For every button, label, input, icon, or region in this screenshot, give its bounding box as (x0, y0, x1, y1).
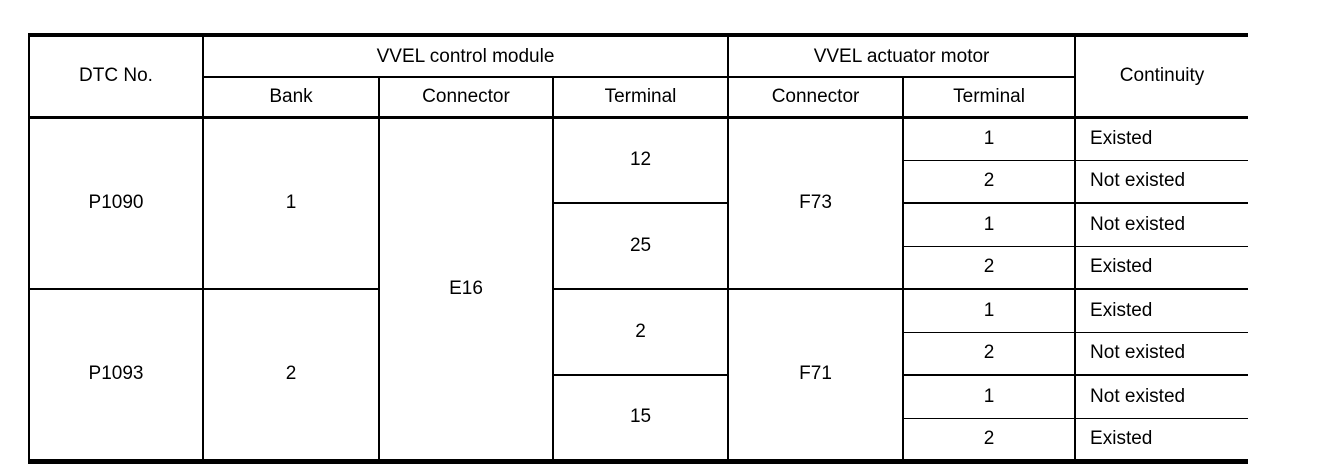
header-motor-terminal: Terminal (902, 77, 1076, 119)
header-vvel-actuator-motor: VVEL actuator motor (727, 35, 1076, 78)
continuity-cell: Existed (1074, 117, 1249, 160)
motor-terminal-cell: 2 (902, 332, 1076, 375)
module-terminal-cell: 15 (551, 375, 729, 461)
module-terminal-cell: 12 (551, 117, 729, 204)
header-dtc-no: DTC No. (28, 35, 203, 119)
motor-connector-cell-f71: F71 (727, 289, 904, 461)
module-terminal-cell: 2 (551, 289, 729, 376)
header-motor-connector: Connector (727, 77, 904, 119)
continuity-cell: Existed (1074, 418, 1249, 461)
bank-cell: 2 (202, 289, 379, 461)
header-row-columns: Bank Connector Terminal Connector Termin… (29, 77, 1249, 119)
module-terminal-cell: 25 (551, 203, 729, 290)
continuity-cell: Not existed (1074, 203, 1249, 246)
continuity-check-table: DTC No. VVEL control module VVEL actuato… (28, 33, 1249, 464)
bank-cell: 1 (202, 117, 379, 290)
dtc-cell-p1090: P1090 (28, 117, 203, 290)
header-continuity: Continuity (1074, 35, 1249, 119)
motor-terminal-cell: 2 (902, 246, 1076, 289)
continuity-cell: Not existed (1074, 160, 1249, 203)
header-vvel-control-module: VVEL control module (201, 35, 729, 78)
header-row-groups: DTC No. VVEL control module VVEL actuato… (28, 35, 1249, 119)
motor-terminal-cell: 2 (902, 160, 1076, 203)
continuity-cell: Not existed (1074, 375, 1249, 418)
table-row: P1093 2 2 F71 1 Existed (28, 289, 1249, 461)
continuity-cell: Existed (1074, 246, 1249, 289)
continuity-cell: Not existed (1074, 332, 1249, 375)
motor-terminal-cell: 2 (902, 418, 1076, 461)
table-row: P1090 1 E16 12 F73 1 Existed (28, 117, 1249, 461)
table-row: 2 Existed (29, 418, 1249, 461)
header-bank: Bank (202, 77, 379, 119)
dtc-cell-p1093: P1093 (28, 289, 203, 461)
motor-terminal-cell: 1 (902, 117, 1076, 160)
motor-terminal-cell: 1 (902, 203, 1076, 246)
continuity-cell: Existed (1074, 289, 1249, 332)
motor-connector-cell-f73: F73 (727, 117, 904, 290)
header-module-terminal: Terminal (551, 77, 729, 119)
table-row: 25 1 Not existed (29, 203, 1249, 290)
motor-terminal-cell: 1 (902, 289, 1076, 332)
module-connector-cell: E16 (378, 117, 553, 461)
motor-terminal-cell: 1 (902, 375, 1076, 418)
header-module-connector: Connector (378, 77, 553, 119)
table-row: 15 1 Not existed (29, 375, 1249, 461)
